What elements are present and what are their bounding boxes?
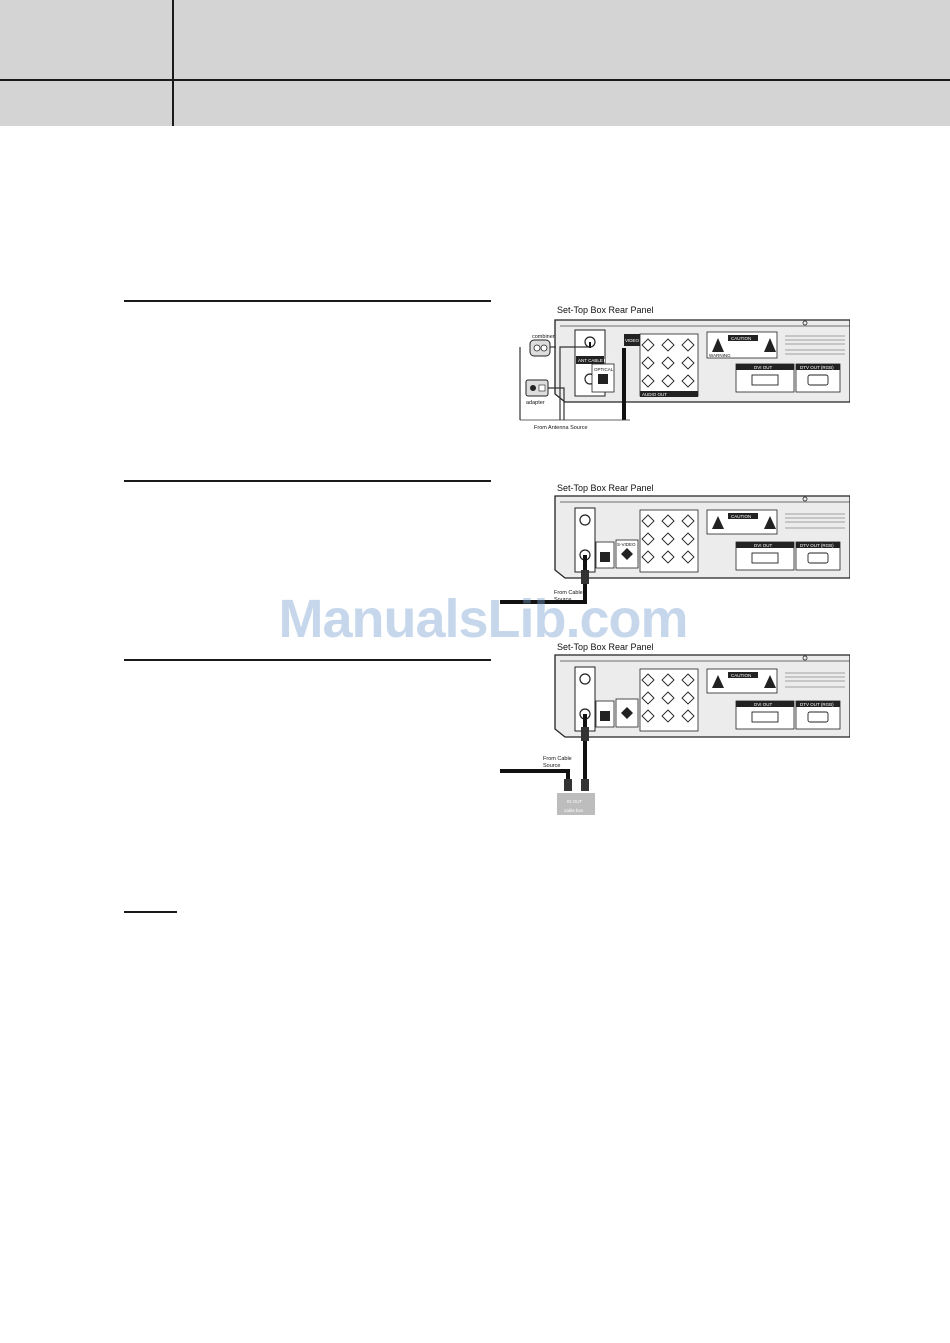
diagram-cable-box-hookup: Set-Top Box Rear Panel CAUTION DVI OUT bbox=[500, 641, 850, 819]
rear-panel-figure-1: Set-Top Box Rear Panel ANT CABLE IN OPTI… bbox=[519, 305, 850, 431]
rear-panel-figure-2: Set-Top Box Rear Panel S-VIDEO CAUTION D… bbox=[500, 483, 850, 604]
note-rule bbox=[124, 911, 177, 913]
vga-port-icon bbox=[807, 552, 829, 564]
combiner-label: combiner bbox=[532, 334, 555, 340]
cable-box-label: cable box bbox=[564, 808, 584, 813]
dvi-out-label: DVI OUT bbox=[754, 543, 773, 548]
source-label: From Antenna Source bbox=[534, 425, 588, 431]
dtv-out-label: DTV OUT (RGB) bbox=[800, 365, 834, 370]
optical-port-icon bbox=[600, 711, 610, 721]
jack-label: ANT CABLE IN bbox=[578, 358, 609, 363]
cable-box-icon: IN OUT cable box bbox=[557, 793, 595, 815]
diagram-title: Set-Top Box Rear Panel bbox=[557, 483, 654, 493]
coax-connector-icon bbox=[564, 779, 572, 791]
adapter-icon bbox=[525, 379, 549, 397]
caution-text: CAUTION bbox=[731, 673, 751, 678]
video-out-label: VIDEO OUT bbox=[625, 338, 650, 343]
dvi-out-label: DVI OUT bbox=[754, 702, 773, 707]
warning-triangle-icon bbox=[712, 516, 776, 529]
cable-box-ports-label: IN OUT bbox=[567, 799, 583, 804]
dtv-out-label: DTV OUT (RGB) bbox=[800, 543, 834, 548]
header-separator bbox=[172, 0, 174, 126]
optical-port-icon bbox=[600, 552, 610, 562]
dvi-port-icon bbox=[751, 552, 779, 564]
audio-out-label: AUDIO OUT bbox=[642, 392, 667, 397]
s-video-port-icon bbox=[621, 707, 633, 719]
screw-icon bbox=[802, 655, 808, 661]
coax-connector-icon bbox=[581, 570, 589, 584]
rear-panel-figure-3: Set-Top Box Rear Panel CAUTION DVI OUT bbox=[500, 642, 850, 815]
warning-text: WARNING bbox=[709, 353, 731, 358]
combiner-icon bbox=[529, 339, 551, 357]
screw-icon bbox=[802, 496, 808, 502]
optical-port-icon bbox=[598, 374, 608, 384]
warning-triangle-icon bbox=[712, 338, 776, 352]
caution-text: CAUTION bbox=[731, 336, 751, 341]
dtv-out-label: DTV OUT (RGB) bbox=[800, 702, 834, 707]
adapter-label: adapter bbox=[526, 400, 545, 406]
dvi-port-icon bbox=[751, 374, 779, 386]
coax-cable bbox=[500, 769, 570, 791]
coax-connector-icon bbox=[581, 779, 589, 791]
source-label-line2: Source bbox=[543, 763, 560, 769]
vga-port-icon bbox=[807, 711, 829, 723]
s-video-port-icon bbox=[621, 548, 633, 560]
warning-triangle-icon bbox=[712, 675, 776, 688]
s-video-label: S-VIDEO bbox=[617, 542, 636, 547]
source-label-line1: From Cable bbox=[554, 590, 583, 596]
rca-jack-grid bbox=[639, 668, 699, 732]
section-rule-3 bbox=[124, 659, 491, 661]
diagram-antenna-hookup: Set-Top Box Rear Panel ANT CABLE IN OPTI… bbox=[500, 302, 850, 437]
rca-jack-grid bbox=[639, 509, 699, 573]
section-rule-2 bbox=[124, 480, 491, 482]
section-rule-1 bbox=[124, 300, 491, 302]
coax-connector-icon bbox=[581, 727, 589, 741]
coax-jack-icon bbox=[579, 514, 591, 526]
diagram-cable-hookup: Set-Top Box Rear Panel S-VIDEO CAUTION D… bbox=[500, 482, 850, 612]
header-rule bbox=[0, 79, 950, 81]
diagram-title: Set-Top Box Rear Panel bbox=[557, 642, 654, 652]
source-label-line1: From Cable bbox=[543, 756, 572, 762]
caution-text: CAUTION bbox=[731, 514, 751, 519]
optical-label: OPTICAL bbox=[594, 367, 614, 372]
header-bar bbox=[0, 0, 950, 126]
diagram-title: Set-Top Box Rear Panel bbox=[557, 305, 654, 315]
coax-jack-icon bbox=[579, 673, 591, 685]
source-label-line2: Source bbox=[554, 597, 571, 603]
screw-icon bbox=[802, 320, 808, 326]
vga-port-icon bbox=[807, 374, 829, 386]
rca-jack-grid bbox=[639, 333, 699, 397]
dvi-port-icon bbox=[751, 711, 779, 723]
dvi-out-label: DVI OUT bbox=[754, 365, 773, 370]
